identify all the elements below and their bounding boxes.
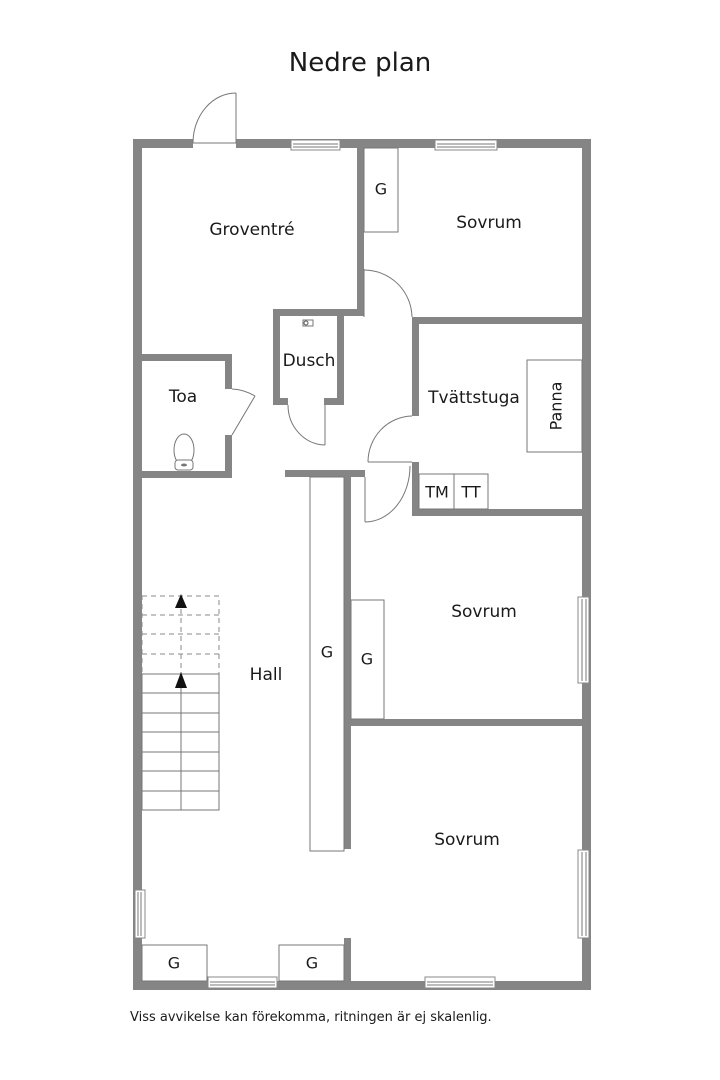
closet-bottom-center [278,944,345,982]
door-entrance [192,92,237,144]
room-label-sovrum-mid: Sovrum [451,602,517,622]
door-toa [231,388,256,436]
doors [192,92,413,523]
toilet-icon [173,433,195,471]
room-label-toa: Toa [168,387,197,407]
closet-top [363,147,399,233]
closet-label: G [306,954,318,973]
closet-label: G [168,954,180,973]
washer [418,473,455,510]
room-label-dusch: Dusch [283,351,336,371]
room-label-sovrum-bottom: Sovrum [434,830,500,850]
interior-walls [142,139,591,990]
washer-label: TM [424,483,449,502]
window-sovrum-bottom [424,976,496,989]
room-label-tvattstuga: Tvättstuga [427,388,520,408]
windows [134,139,590,989]
room-label-sovrum-top: Sovrum [456,213,522,233]
stair-arrow-icon [175,672,187,688]
dryer-label: TT [460,483,480,502]
window-hall-left [134,889,146,939]
window-sovrum-mid [577,596,590,684]
door-tvattstuga [367,415,413,463]
closet-bottom-left [141,944,208,982]
window-sovrum-bottom-right [577,849,590,939]
closet-mid [350,599,385,720]
room-label-groventre: Groventré [209,220,294,240]
stairs [141,594,220,811]
shower-head-icon [302,319,314,327]
fixtures [141,147,583,982]
closet-label: G [321,643,333,662]
door-sovrum-top [363,269,413,318]
window-hall-bottom [207,976,278,989]
window-sovrum-top [434,139,498,151]
closet-label: G [361,650,373,669]
stair-arrow-icon [175,594,187,608]
disclaimer-footnote: Viss avvikelse kan förekomma, ritningen … [130,1010,492,1025]
door-sovrum-mid [364,465,411,523]
boiler [526,359,583,453]
closet-hall [309,476,345,852]
room-labels: Groventré Sovrum Toa Dusch Tvättstuga Ha… [168,213,522,850]
floor-plan-title: Nedre plan [288,48,432,78]
door-dusch [287,404,326,446]
closet-label: G [375,180,387,199]
exterior-walls [133,139,591,990]
dryer [453,473,489,510]
fixture-labels: G G G G G Panna TM TT [168,180,566,973]
boiler-label: Panna [547,382,566,431]
room-label-hall: Hall [250,665,283,685]
window-groventre [290,139,341,151]
